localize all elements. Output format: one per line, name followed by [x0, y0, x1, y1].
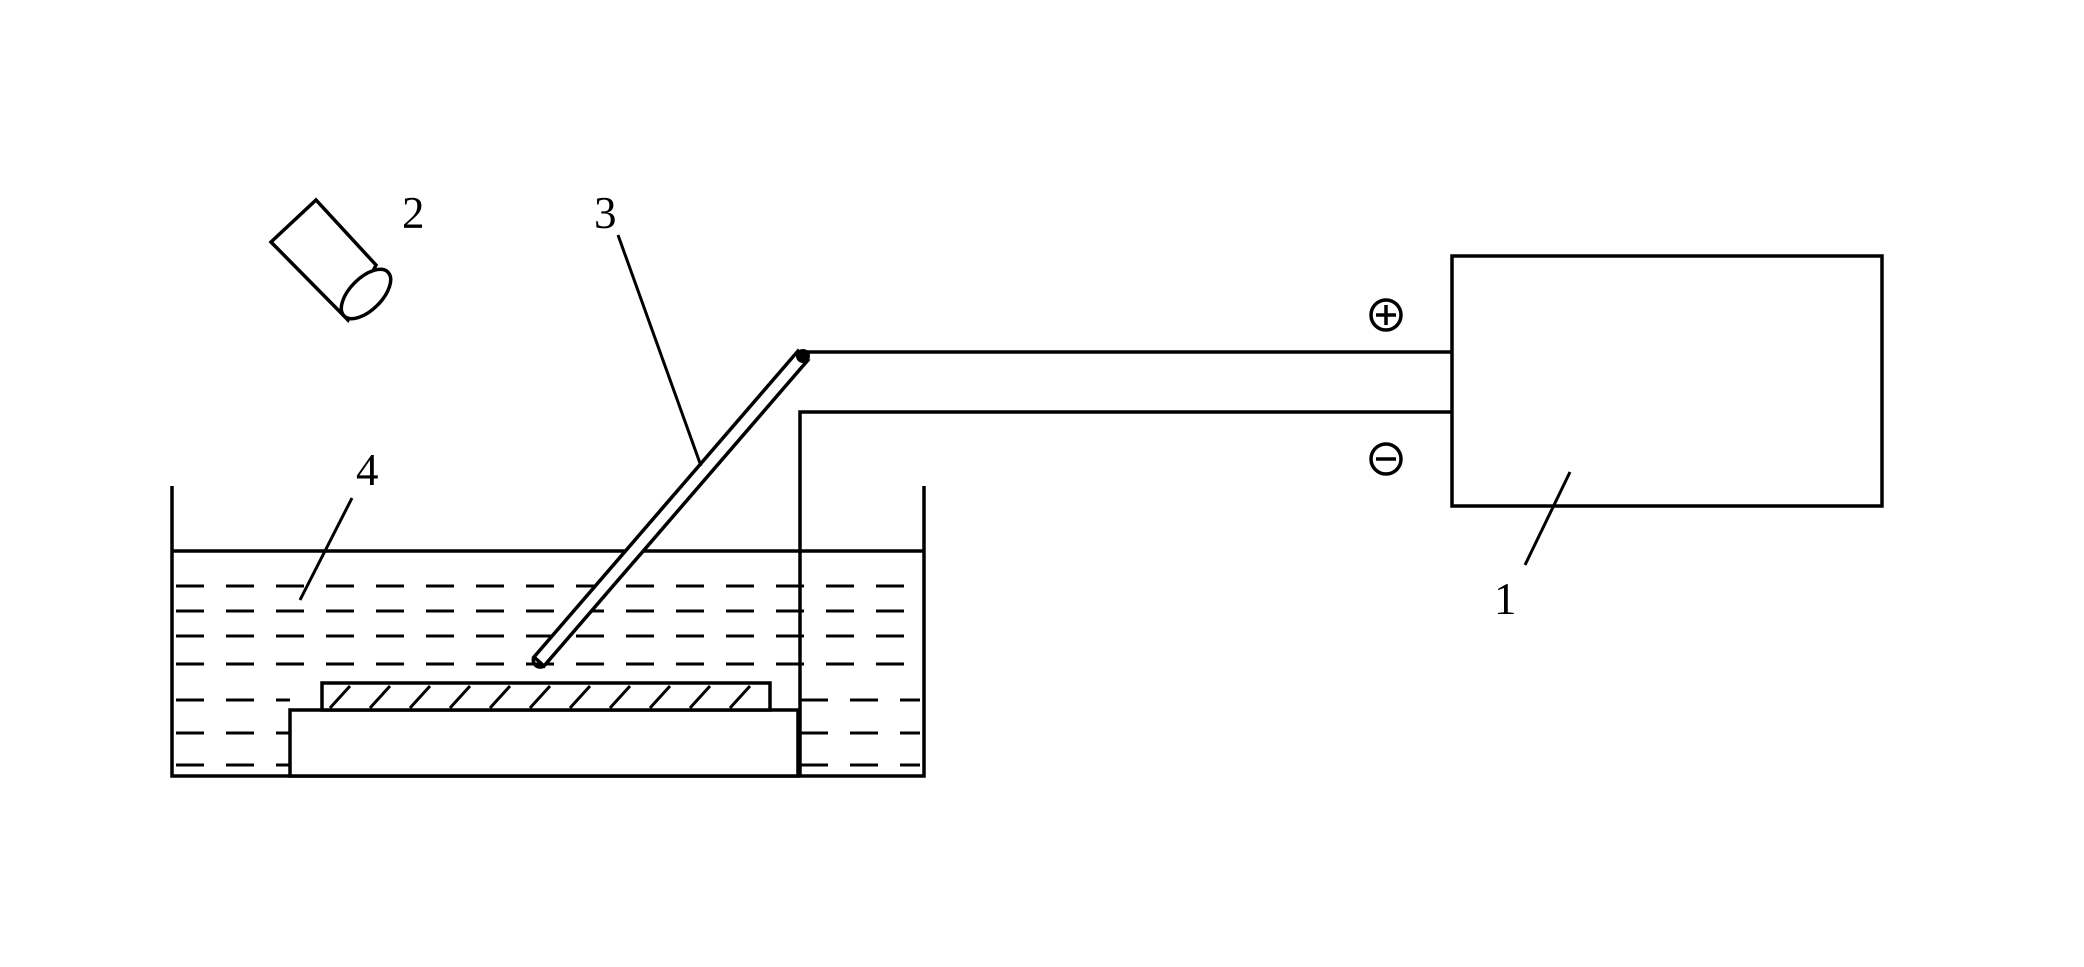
positive-terminal-symbol	[1369, 298, 1403, 332]
leader-lines	[298, 234, 1572, 601]
power-supply-box	[1450, 254, 1884, 508]
negative-wire	[798, 410, 1452, 776]
negative-terminal-symbol	[1369, 442, 1403, 476]
label-bath: 4	[356, 445, 379, 495]
camera-icon	[268, 197, 393, 323]
workpiece-layer	[320, 681, 772, 712]
leader-electrode	[616, 234, 703, 467]
label-camera: 2	[402, 188, 425, 238]
label-power-supply: 1	[1494, 574, 1517, 624]
wires	[798, 350, 1452, 776]
substrate-block	[288, 708, 800, 778]
leader-power-supply	[1523, 471, 1572, 566]
electrode-rod	[531, 348, 811, 669]
leader-bath	[298, 497, 354, 601]
label-electrode: 3	[594, 188, 617, 238]
